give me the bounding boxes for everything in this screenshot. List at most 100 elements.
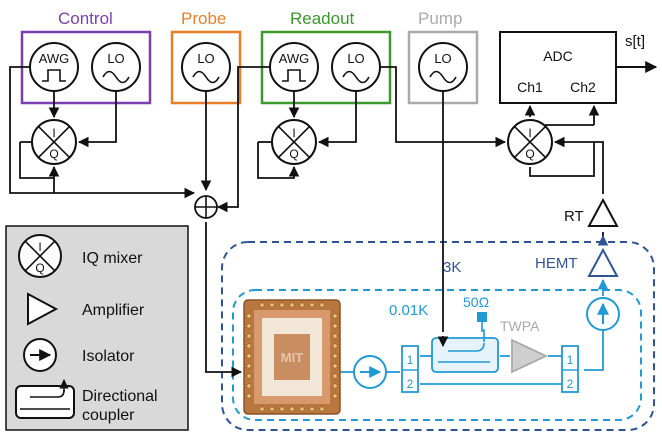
chip-pin [332,353,338,359]
chip-pin [279,406,285,412]
chip-pin [332,313,338,319]
pump-title: Pump [418,9,462,28]
hemt-amplifier: HEMT [535,234,619,296]
demod-iq-mixer: I Q [507,119,553,165]
rt-amplifier: RT [564,197,619,244]
chip-pin [246,373,252,379]
legend-panel: I Q IQ mixer Amplifier Isolator Directio… [5,225,189,431]
sine-icon [102,70,130,84]
chip-pin [299,406,305,412]
chip-pin [269,302,275,308]
svg-text:LO: LO [347,51,364,66]
chip-pin [332,393,338,399]
probe-title: Probe [181,9,226,28]
stage-001k-boundary [232,289,642,421]
svg-text:I: I [292,126,295,140]
signal-combiner-icon [194,195,218,219]
twpa-amplifier: TWPA [500,318,549,374]
twpa-label: TWPA [500,318,540,334]
svg-text:2: 2 [407,377,414,391]
chip-pin [259,302,265,308]
chip-pin [246,393,252,399]
chip-pin [246,313,252,319]
svg-text:Q: Q [49,147,58,161]
readout-lo: LO [331,42,381,92]
input-isolator [353,355,387,389]
control-title: Control [58,9,113,28]
svg-text:AWG: AWG [279,51,310,66]
rt-label: RT [564,208,584,225]
chip-pin [289,302,295,308]
pulse-icon [282,69,306,82]
svg-text:I: I [52,126,55,140]
stage-3k-label: 3K [443,259,461,276]
output-isolator [586,297,620,331]
control-lo: LO [91,42,141,92]
stage-001k-label: 0.01K [389,302,428,319]
rt-wiring [9,66,604,378]
sine-icon [192,70,220,84]
sine-icon [342,70,370,84]
legend-isolator-label: Isolator [82,348,135,365]
adc-output-label: s[t] [625,33,645,50]
chip-pin [299,302,305,308]
control-awg: AWG [29,42,79,92]
svg-text:AWG: AWG [39,51,70,66]
hemt-label: HEMT [535,255,578,272]
cryo-wiring [340,330,604,385]
svg-text:LO: LO [197,51,214,66]
chip-pin [332,363,338,369]
chip-pin [332,383,338,389]
chip-pin [246,353,252,359]
svg-text:1: 1 [407,353,414,367]
chip-pin [279,302,285,308]
chip-pin [269,406,275,412]
svg-text:I: I [38,240,41,254]
legend-directional-coupler-label-2: coupler [82,407,135,424]
chip-pin [332,343,338,349]
adc-ch1: Ch1 [517,79,543,95]
svg-text:2: 2 [567,377,574,391]
svg-text:Q: Q [525,147,534,161]
readout-block: Readout AWG LO [260,9,392,105]
chip-pin [289,406,295,412]
chip-pin [332,333,338,339]
load-50ohm: 50Ω [463,294,489,332]
svg-text:LO: LO [434,51,451,66]
legend-directional-coupler-icon [15,379,75,419]
chip-pin [259,406,265,412]
adc-block: ADC Ch1 Ch2 s[t] [499,31,658,104]
pulse-icon [42,69,66,82]
chip-pin [246,363,252,369]
readout-awg: AWG [269,42,319,92]
port-box-input: 1 2 [401,345,419,393]
chip-pin [319,406,325,412]
qubit-chip-image: MIT [243,299,341,415]
adc-title: ADC [543,48,573,64]
pump-block: Pump LO [407,9,479,105]
adc-ch2: Ch2 [570,79,596,95]
legend-amplifier-label: Amplifier [82,302,145,319]
svg-text:Q: Q [35,261,44,275]
legend-amplifier-icon [27,292,59,326]
probe-lo: LO [181,42,231,92]
probe-block: Probe LO [170,9,242,105]
chip-pin [246,343,252,349]
control-iq-mixer: I Q [31,119,77,165]
svg-text:I: I [528,126,531,140]
legend-directional-coupler-label-1: Directional [82,388,158,405]
stage-3k-boundary [221,241,655,431]
chip-pin [246,323,252,329]
chip-pin [309,302,315,308]
pump-lo: LO [418,42,468,92]
chip-pin [319,302,325,308]
legend-iq-mixer-icon: I Q [18,234,62,278]
chip-pin [332,323,338,329]
legend-isolator-icon [23,338,57,372]
chip-pin [246,333,252,339]
chip-logo: MIT [281,350,303,365]
svg-text:1: 1 [567,353,574,367]
chip-pin [309,406,315,412]
readout-iq-mixer: I Q [271,119,317,165]
